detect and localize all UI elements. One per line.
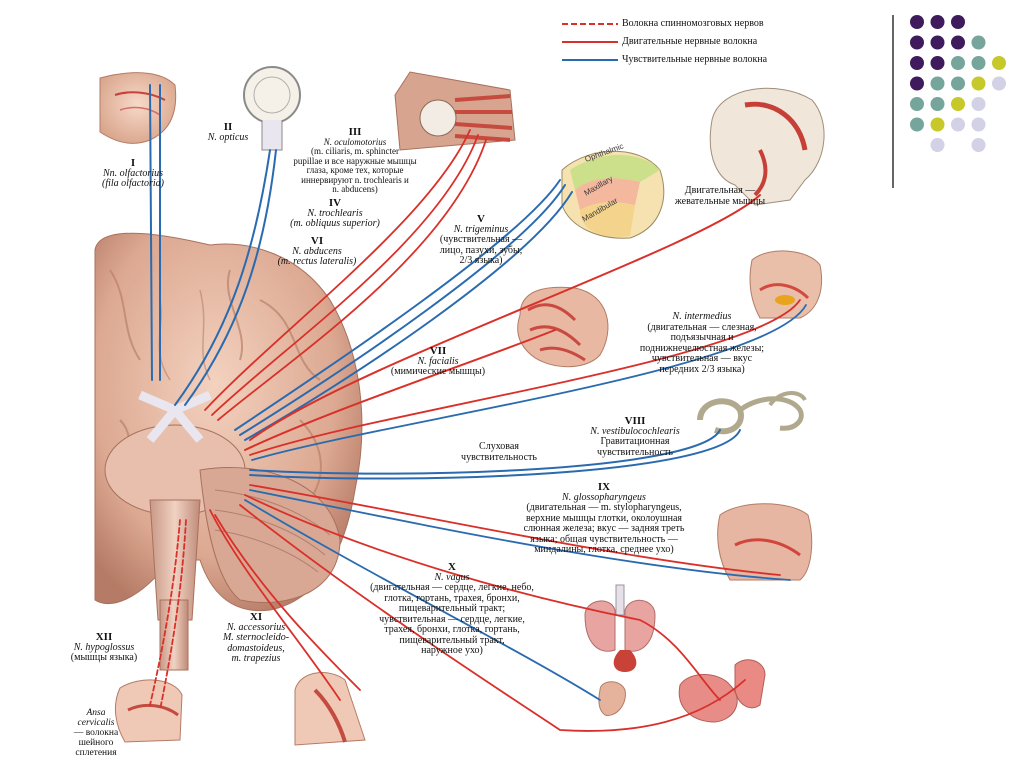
label-intermedius: N. intermedius (двигательная — слезная, … [639,311,765,375]
orbit-illustration [394,71,516,151]
nose-illustration [99,72,177,144]
label-abducens: VI N. abducens (m. rectus lateralis) [277,235,357,267]
label-facial: VII N. facialis (мимические мышцы) [390,345,486,377]
label-hypoglossal: XII N. hypoglossus (мышцы языка) [70,631,138,663]
decor-dot [930,15,945,29]
label-optic: II N. opticus [207,121,249,143]
skull-illustration [709,87,825,206]
decor-dot [971,117,986,132]
decor-dot [910,56,924,70]
label-olfactory: I Nn. olfactorius (fila olfactoria) [102,157,164,189]
decor-dot [971,97,986,111]
decor-dot [930,76,945,91]
decor-dot [951,35,965,50]
decor-dot [910,35,924,50]
decor-dot [951,56,965,70]
decor-dot [971,35,986,50]
legend-sensory: Чувствительные нервные волокна [622,54,768,65]
decor-dot [951,76,965,91]
label-oculomotor: III N. oculomotorius (m. ciliaris, m. sp… [293,126,417,194]
facial-muscles-head [517,286,609,368]
decor-dot [930,56,945,70]
label-glossopharyngeal: IX N. glossopharyngeus (двигательная — m… [523,481,685,555]
tongue-illustration [114,679,183,743]
legend-motor: Двигательные нервные волокна [622,36,758,47]
label-vestibulocochlear: VIII N. vestibulocochlearis Гравитационн… [590,415,680,458]
decor-dot [992,76,1006,91]
decor-dot [951,97,965,111]
label-ansa-cervicalis: Ansa cervicalis — волокна шейного сплете… [73,708,119,758]
decor-dot [910,117,924,132]
decor-dot [930,117,945,132]
decor-dot [910,76,924,91]
decor-dot [992,56,1006,70]
label-hearing: Слуховая чувствительность [461,441,537,463]
decor-dot [951,15,965,29]
label-vagus: X N. vagus (двигательная — сердце, легки… [370,561,534,656]
abdominal-organs [598,659,766,723]
pharynx-section [717,503,813,581]
label-accessory: XI N. accessorius M. sternocleido- domas… [222,611,290,664]
decor-dot [951,117,965,132]
label-masticatory: Двигательная — жевательные мышцы [674,185,766,207]
decor-dot [971,138,986,152]
oral-section-upper [749,250,823,319]
decor-dot [930,97,945,111]
decor-dot [910,97,924,111]
decorative-dot-grid [910,15,1006,152]
legend-swatches [562,23,618,61]
inner-ear-illustration [697,391,807,435]
neck-illustration [294,672,366,746]
label-trigeminal: V N. trigeminus (чувствительная — лицо, … [439,213,523,266]
decor-dot [930,35,945,50]
legend-spinomotor: Волокна спинномозговых нервов [622,18,764,29]
trigeminal-face [561,150,665,239]
decor-dot [971,56,986,70]
label-trochlear: IV N. trochlearis (m. obliquus superior) [290,197,380,229]
eye-illustration [243,66,301,151]
nerve-paths [149,84,807,732]
decor-dot [971,76,986,91]
decor-dot [930,138,945,152]
brain-base [94,232,363,671]
decor-dot [910,15,924,29]
thoracic-organs [584,584,656,672]
